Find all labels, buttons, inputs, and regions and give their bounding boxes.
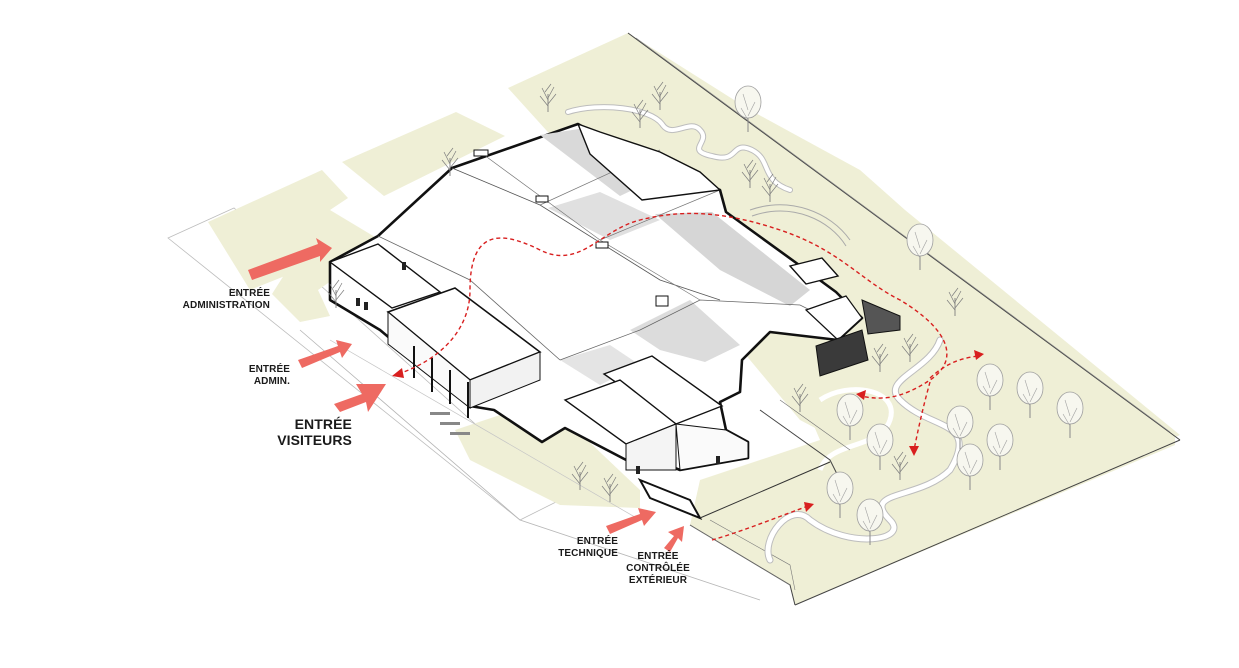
entry-arrow-icon bbox=[298, 340, 352, 368]
ground-plane bbox=[167, 32, 1181, 606]
label-entree-administration: ENTRÉE ADMINISTRATION bbox=[182, 288, 270, 311]
entry-arrow-icon bbox=[248, 238, 332, 280]
label-entree-technique: ENTRÉE TECHNIQUE bbox=[558, 536, 618, 559]
label-entree-controlee-exterieur: ENTRÉE CONTRÔLÉE EXTÉRIEUR bbox=[626, 551, 690, 586]
label-entree-visiteurs: ENTRÉE VISITEURS bbox=[277, 416, 352, 448]
label-entree-admin: ENTRÉE ADMIN. bbox=[248, 364, 290, 387]
visitor-route-dashed bbox=[397, 212, 979, 541]
entry-arrow-icon bbox=[606, 508, 656, 534]
entry-arrow-icon bbox=[664, 526, 684, 552]
building-mass bbox=[328, 122, 901, 520]
entry-arrow-icon bbox=[334, 384, 386, 412]
entry-arrows bbox=[248, 238, 684, 552]
route-arrowheads bbox=[392, 350, 984, 512]
